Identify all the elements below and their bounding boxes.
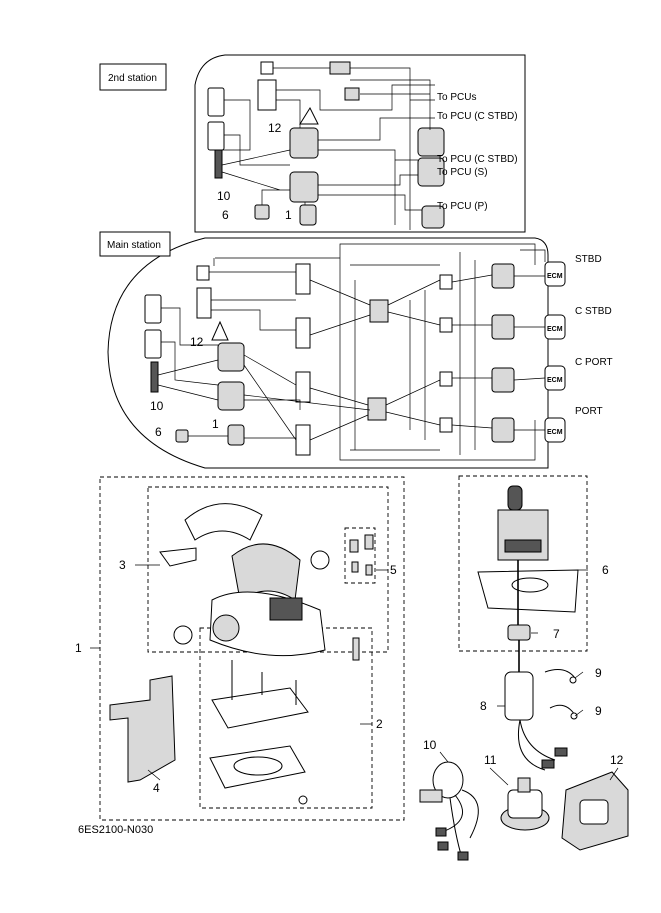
callout-1: 1 (75, 641, 82, 655)
main-station-label: Main station (107, 240, 161, 251)
callout-2: 2 (376, 717, 383, 731)
remote-control-assembly (99, 476, 405, 821)
component-11 (500, 777, 550, 831)
hub-box (369, 299, 389, 323)
display-unit (207, 87, 225, 117)
callout-5: 5 (390, 563, 397, 577)
connector-unit (299, 204, 317, 226)
diagram-code: 6ES2100-N030 (78, 824, 153, 836)
connector-unit (254, 204, 270, 220)
c-stbd-label: C STBD (575, 306, 612, 317)
second-station-label: 2nd station (108, 73, 157, 84)
second-station-panel: 2nd station To PCUs To PCU (C STBD) To P… (99, 54, 526, 233)
connector-unit (227, 424, 245, 446)
component-10 (419, 761, 479, 861)
connector-unit (329, 61, 351, 75)
callout-6: 6 (602, 563, 609, 577)
hub-box (367, 397, 387, 421)
junction-box (295, 317, 311, 349)
joystick-handle (507, 485, 523, 511)
pcu-unit (421, 205, 445, 229)
callout-9: 9 (595, 666, 602, 680)
bolt (352, 637, 360, 661)
c-port-label: C PORT (575, 357, 613, 368)
remote-control-box (217, 381, 245, 411)
to-pcu-c-stbd-top-label: To PCU (C STBD) (437, 111, 518, 122)
callout-10: 10 (423, 738, 437, 752)
top-cover (184, 503, 263, 541)
mount-bracket (109, 675, 176, 783)
cap (173, 625, 193, 645)
engine-module-c-port: ECM (439, 365, 566, 393)
ecm-label: ECM (547, 377, 563, 384)
callout-10: 10 (150, 399, 164, 413)
callout-12: 12 (268, 121, 282, 135)
engine-module-port: ECM (439, 417, 566, 443)
display-unit (207, 121, 225, 151)
to-pcu-s-label: To PCU (S) (437, 167, 488, 178)
joystick-sensor (504, 671, 534, 721)
remote-control-box (289, 127, 319, 159)
callout-9: 9 (595, 704, 602, 718)
to-pcu-p-label: To PCU (P) (437, 201, 488, 212)
engine-module-c-stbd: ECM (439, 314, 566, 340)
ecm-label: ECM (547, 326, 563, 333)
joystick-assembly (458, 475, 588, 771)
callout-4: 4 (153, 781, 160, 795)
remote-control-box (217, 342, 245, 372)
callout-6: 6 (155, 425, 162, 439)
remote-control-box (289, 171, 319, 203)
display-unit (144, 294, 162, 324)
control-handle (231, 543, 301, 601)
callout-8: 8 (480, 699, 487, 713)
connector-unit (175, 429, 189, 443)
ecm-label: ECM (547, 273, 563, 280)
port-label: PORT (575, 406, 603, 417)
engine-module-stbd: ECM (439, 261, 566, 290)
callout-3: 3 (119, 558, 126, 572)
main-station-panel: Main station ECM ECM (99, 231, 613, 469)
callout-12: 12 (610, 753, 624, 767)
pcu-unit (417, 157, 445, 187)
joystick-nut (507, 624, 531, 641)
component-12 (561, 771, 629, 851)
junction-box (295, 263, 311, 295)
connector-strip (214, 149, 223, 179)
junction-box (295, 371, 311, 403)
display-unit (144, 329, 162, 359)
to-pcu-c-stbd-label: To PCU (C STBD) (437, 154, 518, 165)
bracket-3 (159, 547, 197, 567)
switch-block (196, 287, 212, 319)
pcu-unit (417, 127, 445, 157)
junction-box (295, 424, 311, 456)
gasket-plate (211, 687, 309, 729)
connector-unit (344, 87, 360, 101)
main-station-label-box (99, 231, 171, 257)
callout-12: 12 (190, 335, 204, 349)
callout-1: 1 (285, 208, 292, 222)
callout-10: 10 (217, 189, 231, 203)
callout-11: 11 (484, 753, 497, 767)
connector-strip (150, 361, 159, 393)
cap (310, 550, 330, 570)
callout-1: 1 (212, 417, 219, 431)
to-pcus-label: To PCUs (437, 92, 476, 103)
callout-7: 7 (553, 627, 560, 641)
second-station-label-box (99, 63, 167, 91)
callout-6: 6 (222, 208, 229, 222)
stbd-label: STBD (575, 254, 602, 265)
switch-block (196, 265, 210, 281)
control-button-panel (269, 597, 303, 621)
switch-block (257, 79, 277, 111)
control-knob (212, 614, 240, 642)
switch-block (260, 61, 274, 75)
ecm-label: ECM (547, 429, 563, 436)
